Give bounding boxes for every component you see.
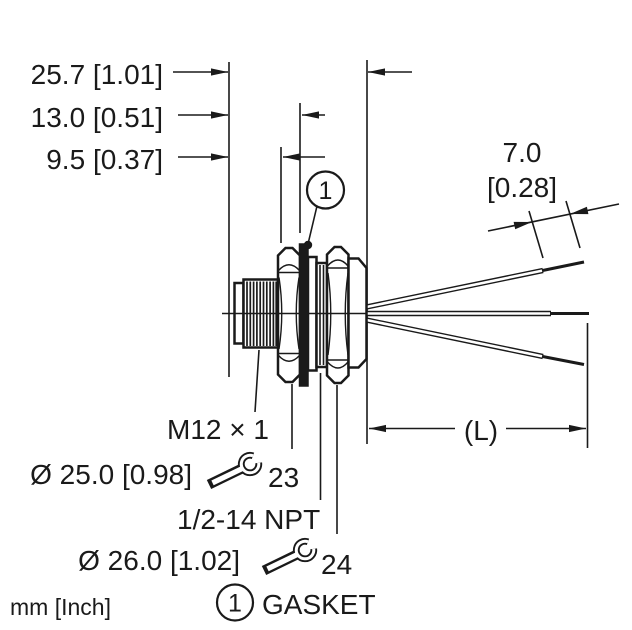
wrench-icon [206,451,263,489]
gasket [298,243,309,387]
dim-thread-length: 9.5 [0.37] [46,144,163,175]
gasket-legend: 1 GASKET [215,583,376,622]
label-body-diameter: Ø 26.0 [1.02] [78,545,240,576]
callout-circle [305,170,346,210]
dim-cable-length: (L) [464,415,498,446]
label-thread: M12 × 1 [167,414,269,445]
back-hex-nut [325,245,350,385]
arrowheads [211,68,589,433]
label-wrench-back: 24 [321,549,352,580]
dim-front-to-face: 13.0 [0.51] [31,102,163,133]
hex-facet-arcs [277,264,301,362]
label-conduit-thread: 1/2-14 NPT [177,504,320,535]
npt-thread-section [315,261,329,369]
legend-label: GASKET [262,589,376,620]
dim-strip-length-inch: [0.28] [487,172,557,203]
gasket-callout: 1 [303,170,346,250]
wires [363,260,589,366]
label-wrench-front: 23 [268,462,299,493]
wrench-icon [261,537,318,575]
wire-stripped-tip [541,354,585,366]
units-note: mm [Inch] [10,594,111,620]
wire-stripped-tip [541,260,585,273]
dimension-lines [173,62,620,534]
legend-circle [215,583,255,622]
dim-overall-length: 25.7 [1.01] [31,59,163,90]
connector-body [233,243,368,387]
dim-strip-length-mm: 7.0 [503,137,542,168]
legend-number: 1 [228,590,242,618]
label-flange-diameter: Ø 25.0 [0.98] [30,459,192,490]
callout-number: 1 [319,177,333,205]
callout-leader-dot [303,240,313,250]
hex-facet-arcs [326,259,349,369]
